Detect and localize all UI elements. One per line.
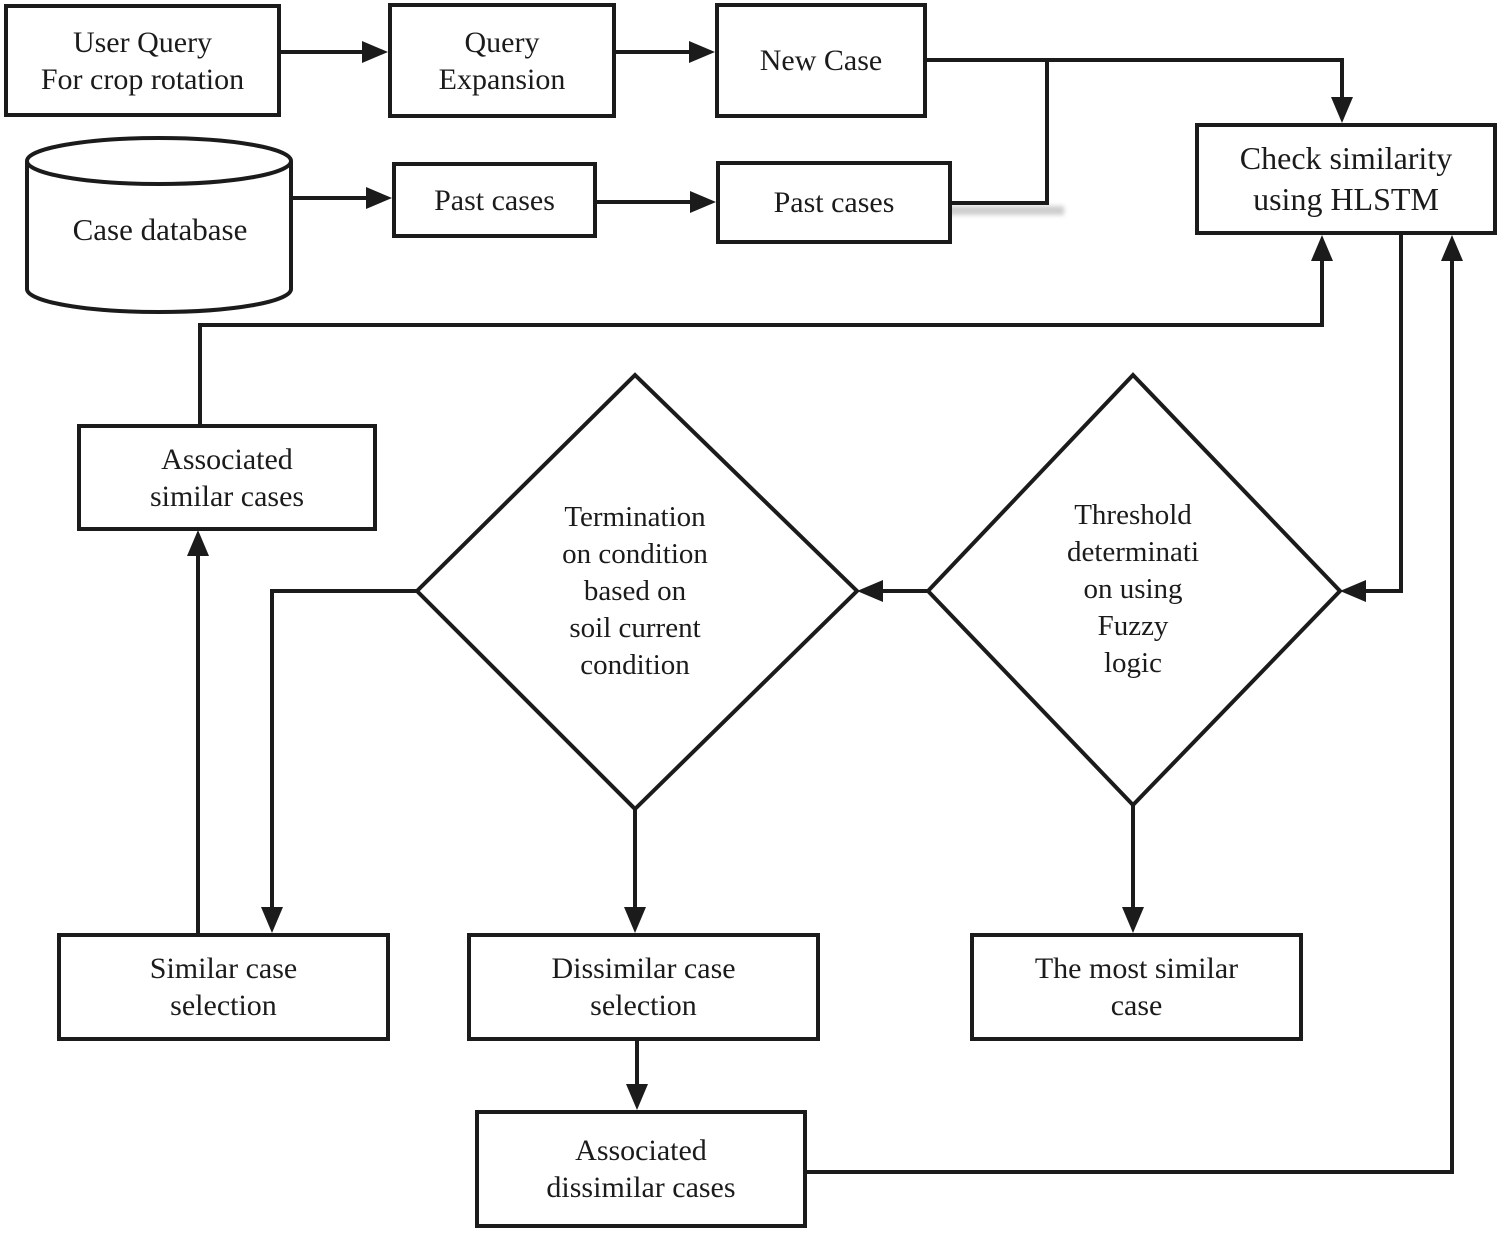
arrowhead xyxy=(689,41,715,63)
node-associated-dissimilar-cases: Associated dissimilar cases xyxy=(475,1110,807,1228)
print-shadow xyxy=(940,206,1064,215)
edge-associated-dissimilar-to-check-similarity xyxy=(807,258,1454,1174)
node-label-line: New Case xyxy=(759,44,883,77)
node-user-query: User Query For crop rotation xyxy=(4,4,281,117)
node-label-line: User Query xyxy=(72,25,213,59)
arrowhead xyxy=(1331,97,1353,123)
node-label-line: The most similar xyxy=(1034,952,1239,985)
node-label-line: Past cases xyxy=(773,186,895,219)
arrowhead xyxy=(362,41,388,63)
node-associated-similar-cases: Associated similar cases xyxy=(77,424,377,531)
node-label-line: on condition xyxy=(562,538,708,570)
edge-past-cases-2-join xyxy=(952,60,1049,205)
node-label-line: using HLSTM xyxy=(1253,181,1439,217)
node-query-expansion: Query Expansion xyxy=(388,3,616,118)
diamond-termination-shape xyxy=(414,372,860,812)
node-label-line: selection xyxy=(590,989,697,1022)
node-label-line: Termination xyxy=(564,501,706,533)
node-label-line: case xyxy=(1110,989,1163,1022)
arrowhead xyxy=(690,191,716,213)
node-check-similarity: Check similarity using HLSTM xyxy=(1195,123,1497,235)
node-label-line: dissimilar cases xyxy=(546,1171,736,1204)
arrowhead xyxy=(1441,235,1463,261)
arrowhead xyxy=(624,907,646,933)
node-case-database-label: Case database xyxy=(29,211,291,248)
arrowhead xyxy=(261,907,283,933)
node-label-line: logic xyxy=(1104,647,1162,679)
diamond-threshold-shape xyxy=(925,372,1343,808)
node-label-line: Query xyxy=(464,25,540,59)
edge-termination-to-similar-selection xyxy=(270,589,417,910)
node-label-line: selection xyxy=(170,989,277,1022)
node-similar-case-selection: Similar case selection xyxy=(57,933,390,1041)
node-label-line: Dissimilar case xyxy=(551,952,736,985)
node-dissimilar-case-selection: Dissimilar case selection xyxy=(467,933,820,1041)
node-label-line: Similar case xyxy=(149,952,298,985)
node-termination-label: Termination on condition based on soil c… xyxy=(480,499,790,684)
edge-associated-similar-to-check-similarity xyxy=(198,258,1324,424)
node-label-line: Fuzzy xyxy=(1097,610,1169,642)
arrowhead xyxy=(857,580,883,602)
arrowhead xyxy=(1311,235,1333,261)
connectors xyxy=(196,50,1454,1174)
node-label-line: Expansion xyxy=(438,62,566,96)
edge-new-case-to-check-similarity xyxy=(927,58,1344,101)
node-most-similar-case: The most similar case xyxy=(970,933,1303,1041)
node-label-line: condition xyxy=(580,649,690,681)
node-label-line: Associated xyxy=(161,442,293,476)
node-label-line: Threshold xyxy=(1074,499,1192,531)
edge-check-similarity-to-threshold xyxy=(1365,235,1403,593)
arrowhead xyxy=(366,187,392,209)
arrowhead xyxy=(187,530,209,556)
node-label-line: based on xyxy=(583,575,687,607)
node-label-line: For crop rotation xyxy=(40,62,245,96)
node-label-line: on using xyxy=(1083,573,1183,605)
arrowheads xyxy=(187,41,1463,1110)
node-past-cases-2: Past cases xyxy=(716,161,952,244)
arrowhead xyxy=(626,1084,648,1110)
node-label-line: Case database xyxy=(72,212,248,247)
node-label-line: Associated xyxy=(575,1134,707,1167)
node-threshold-label: Threshold determinati on using Fuzzy log… xyxy=(983,497,1283,682)
node-past-cases-1: Past cases xyxy=(392,162,597,238)
node-label-line: Check similarity xyxy=(1239,140,1453,176)
arrowhead xyxy=(1122,907,1144,933)
node-label-line: determinati xyxy=(1066,536,1200,568)
arrowhead xyxy=(1340,580,1366,602)
node-new-case: New Case xyxy=(715,3,927,118)
cylinder-case-database-shape xyxy=(25,136,293,314)
node-label-line: similar cases xyxy=(149,479,305,513)
node-label-line: Past cases xyxy=(434,183,555,217)
node-label-line: soil current xyxy=(569,612,701,644)
